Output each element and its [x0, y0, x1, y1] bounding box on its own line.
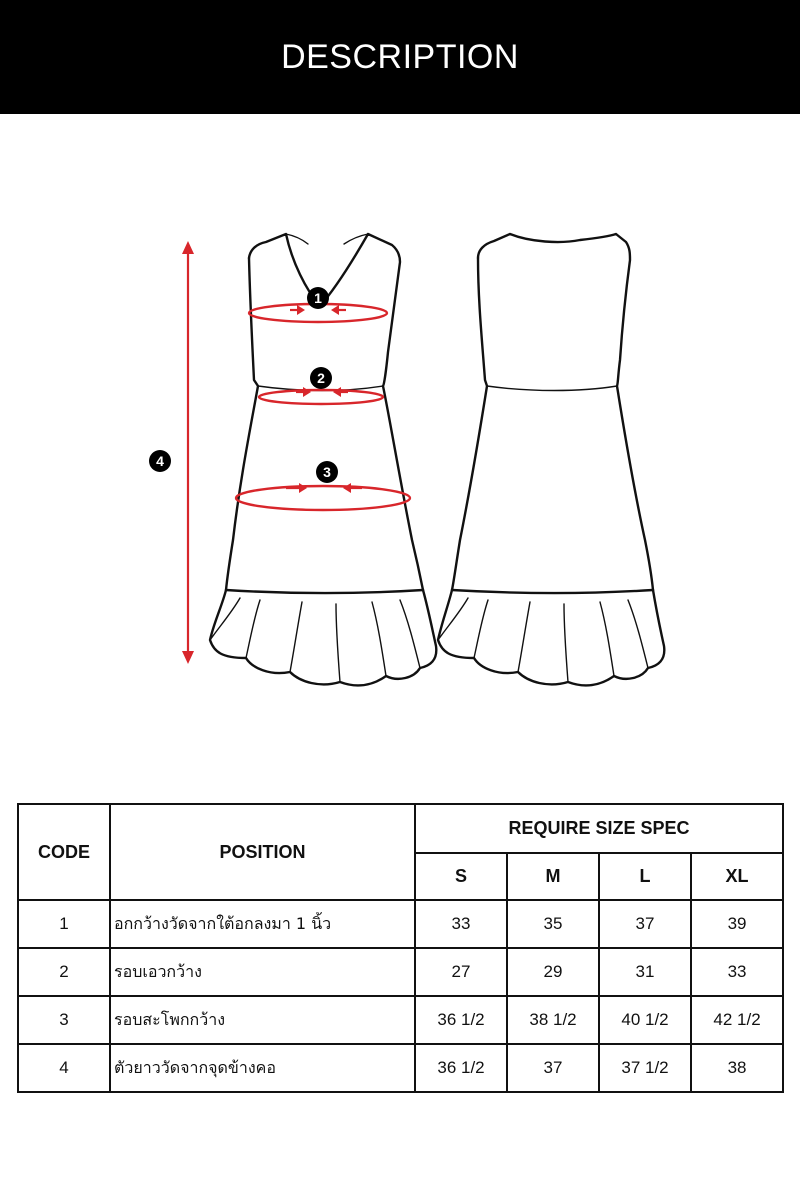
table-row: 3 รอบสะโพกกว้าง 36 1/2 38 1/2 40 1/2 42 … — [17, 995, 785, 1045]
row-value: 33 — [414, 899, 508, 949]
dress-diagram: 1 2 3 4 — [0, 114, 800, 774]
header-position: POSITION — [109, 803, 416, 901]
header-size-s: S — [414, 852, 508, 901]
table-row: 1 อกกว้างวัดจากใต้อกลงมา 1 นิ้ว 33 35 37… — [17, 899, 785, 949]
marker-4 — [149, 450, 171, 472]
row-position: รอบเอวกว้าง — [109, 947, 416, 997]
row-code: 1 — [17, 899, 111, 949]
header-size-spec: REQUIRE SIZE SPEC — [413, 803, 785, 854]
row-value: 36 1/2 — [414, 1043, 508, 1093]
dress-diagram-svg: 1 2 3 4 — [149, 232, 666, 687]
measure-hip: 3 — [234, 461, 412, 512]
row-value: 42 1/2 — [689, 995, 785, 1045]
header-size-m: M — [506, 852, 600, 901]
row-code: 3 — [17, 995, 111, 1045]
marker-2-label: 2 — [317, 370, 325, 386]
measure-bust: 1 — [247, 287, 389, 324]
marker-1 — [307, 287, 329, 309]
marker-1-label: 1 — [314, 290, 322, 306]
marker-2 — [310, 367, 332, 389]
row-position: รอบสะโพกกว้าง — [109, 995, 416, 1045]
size-spec-table: CODE POSITION REQUIRE SIZE SPEC S M L XL… — [17, 803, 785, 1093]
row-value: 40 1/2 — [598, 995, 692, 1045]
row-value: 38 1/2 — [506, 995, 600, 1045]
row-value: 33 — [689, 947, 785, 997]
marker-3 — [316, 461, 338, 483]
row-value: 39 — [689, 899, 785, 949]
header-code: CODE — [17, 803, 111, 901]
header-bar: DESCRIPTION — [0, 0, 800, 114]
row-position: ตัวยาววัดจากจุดข้างคอ — [109, 1043, 416, 1093]
row-code: 2 — [17, 947, 111, 997]
table-size-header-row: S M L XL — [18, 852, 785, 901]
row-value: 31 — [598, 947, 692, 997]
table-header-row: CODE POSITION REQUIRE SIZE SPEC — [17, 803, 785, 901]
row-value: 37 — [506, 1043, 600, 1093]
row-position: อกกว้างวัดจากใต้อกลงมา 1 นิ้ว — [109, 899, 416, 949]
header-size-l: L — [598, 852, 692, 901]
row-value: 37 1/2 — [598, 1043, 692, 1093]
row-value: 38 — [689, 1043, 785, 1093]
table-row: 4 ตัวยาววัดจากจุดข้างคอ 36 1/2 37 37 1/2… — [17, 1043, 785, 1093]
marker-3-label: 3 — [323, 464, 331, 480]
back-dress-outline — [436, 232, 666, 687]
measure-length: 4 — [149, 241, 194, 664]
header-size-xl: XL — [689, 852, 785, 901]
row-value: 37 — [598, 899, 692, 949]
page-title: DESCRIPTION — [281, 37, 519, 76]
row-value: 35 — [506, 899, 600, 949]
marker-4-label: 4 — [156, 453, 164, 469]
measure-waist: 2 — [257, 367, 385, 406]
row-value: 36 1/2 — [414, 995, 508, 1045]
row-value: 29 — [506, 947, 600, 997]
row-code: 4 — [17, 1043, 111, 1093]
table-row: 2 รอบเอวกว้าง 27 29 31 33 — [17, 947, 785, 997]
row-value: 27 — [414, 947, 508, 997]
